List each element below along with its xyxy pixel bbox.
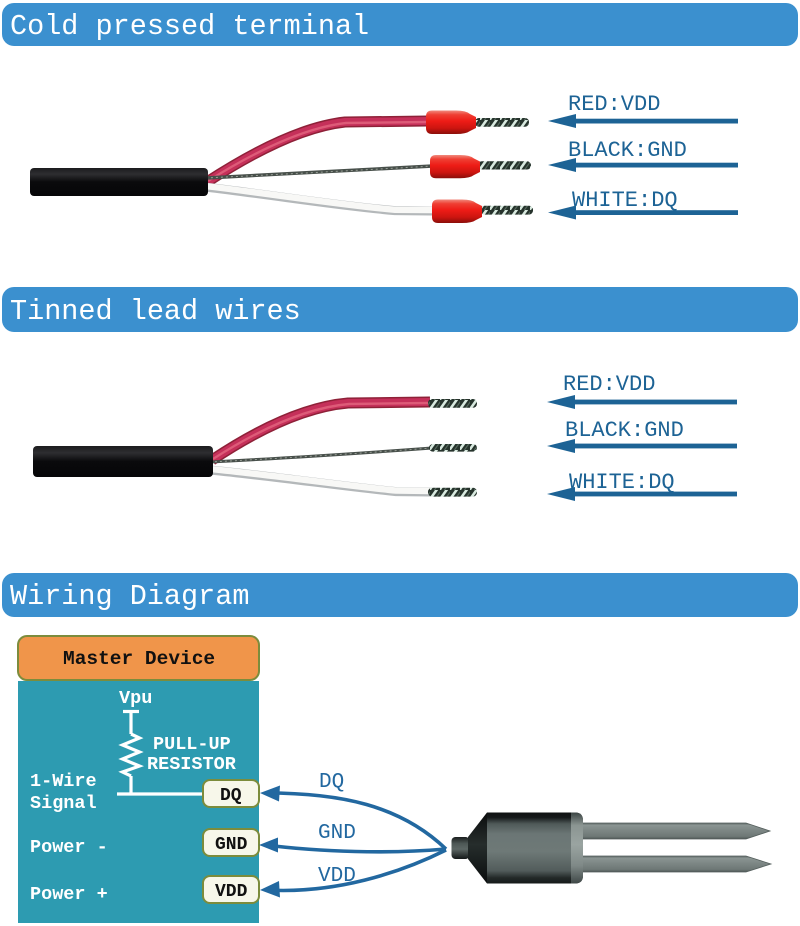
svg-text:BLACK:GND: BLACK:GND [565,418,684,443]
svg-text:Cold pressed terminal: Cold pressed terminal [10,10,369,43]
svg-text:VDD: VDD [215,882,248,902]
svg-text:WHITE:DQ: WHITE:DQ [569,470,675,495]
svg-text:GND: GND [215,835,248,855]
svg-text:Wiring Diagram: Wiring Diagram [10,580,249,613]
svg-text:PULL-UP: PULL-UP [153,734,231,755]
svg-text:Tinned lead wires: Tinned lead wires [10,295,301,328]
svg-text:GND: GND [318,822,356,845]
svg-text:DQ: DQ [319,771,344,794]
svg-text:RED:VDD: RED:VDD [568,92,660,117]
svg-text:VDD: VDD [318,865,356,888]
svg-text:1-Wire: 1-Wire [30,771,97,792]
svg-text:RESISTOR: RESISTOR [147,754,237,775]
svg-text:DQ: DQ [220,786,242,806]
svg-text:BLACK:GND: BLACK:GND [568,138,687,163]
svg-text:WHITE:DQ: WHITE:DQ [572,188,678,213]
svg-text:Power -: Power - [30,837,108,858]
svg-text:RED:VDD: RED:VDD [563,372,655,397]
svg-text:Signal: Signal [30,793,97,814]
svg-text:Vpu: Vpu [119,688,152,709]
svg-text:Power +: Power + [30,884,108,905]
svg-text:Master Device: Master Device [63,648,215,670]
